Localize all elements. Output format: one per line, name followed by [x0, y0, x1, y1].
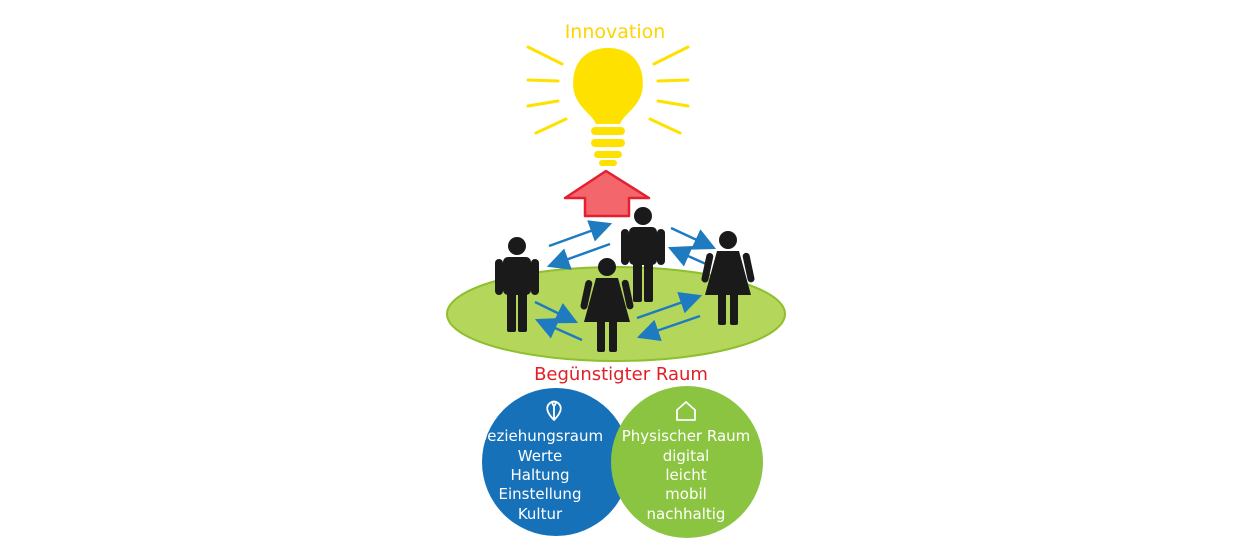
- arrow-top-to-right: [670, 226, 717, 250]
- up-arrow-icon: [563, 169, 651, 218]
- ray-right-4: [648, 117, 682, 135]
- heart-outline-icon: [546, 400, 562, 421]
- dress: [584, 278, 630, 322]
- physical-line: mobil: [665, 485, 707, 503]
- relationship-line: Kultur: [518, 505, 563, 523]
- arm-left: [580, 280, 593, 310]
- house-outline-icon: [676, 401, 696, 421]
- diagram-title: Innovation: [565, 21, 666, 43]
- leg-right: [644, 263, 653, 302]
- ray-right-3: [656, 99, 690, 108]
- lightbulb-icon: [573, 48, 643, 166]
- arm-left: [621, 229, 629, 265]
- physical-line: leicht: [665, 466, 706, 484]
- physical-line: nachhaltig: [647, 505, 726, 523]
- person-woman-right: [701, 231, 755, 325]
- light-rays: [526, 45, 690, 135]
- head: [598, 258, 616, 276]
- leg-left: [633, 263, 642, 302]
- leg-right: [609, 320, 617, 352]
- arrow-bottom-to-left: [534, 317, 583, 342]
- arrow-bottom-to-right: [636, 292, 703, 320]
- exchange-arrows: [534, 220, 717, 342]
- arm-right: [531, 259, 539, 295]
- head: [719, 231, 737, 249]
- physical-space-list: Physischer Raum digital leicht mobil nac…: [622, 427, 751, 523]
- leg-right: [518, 293, 527, 332]
- leg-left: [718, 293, 726, 325]
- arm-left: [701, 253, 714, 283]
- bulb-tip: [599, 160, 617, 166]
- physical-line: digital: [663, 447, 710, 465]
- leg-left: [597, 320, 605, 352]
- arrow-right-to-bottom: [636, 314, 701, 342]
- bulb-glass: [573, 48, 643, 124]
- person-man-top: [621, 207, 665, 302]
- arrow-left-to-top: [548, 220, 613, 248]
- person-woman-center: [580, 258, 634, 352]
- arrow-left-to-bottom: [534, 300, 579, 324]
- torso: [503, 257, 531, 295]
- relationship-line: Einstellung: [499, 485, 582, 503]
- arm-right: [657, 229, 665, 265]
- head: [634, 207, 652, 225]
- arm-right: [742, 252, 755, 283]
- relationship-line: Haltung: [510, 466, 569, 484]
- ray-right-2: [656, 78, 690, 83]
- bulb-base-2: [591, 139, 625, 147]
- arm-left: [495, 259, 503, 295]
- leg-left: [507, 293, 516, 332]
- ray-left-2: [526, 78, 560, 83]
- torso: [629, 227, 657, 265]
- relationship-line: Beziehungsraum: [477, 427, 603, 445]
- physical-space-circle: [611, 386, 763, 538]
- relationship-line: Werte: [518, 447, 562, 465]
- space-label: Begünstigter Raum: [534, 364, 708, 385]
- relationship-space-circle: [482, 388, 630, 536]
- head: [508, 237, 526, 255]
- relationship-space-list: Beziehungsraum Werte Haltung Einstellung…: [477, 427, 603, 523]
- physical-line: Physischer Raum: [622, 427, 751, 445]
- ray-right-1: [652, 45, 690, 66]
- bulb-base-1: [591, 127, 625, 135]
- bulb-base-3: [594, 151, 622, 158]
- ray-left-3: [526, 99, 560, 108]
- dress: [705, 251, 751, 295]
- person-man-left: [495, 237, 539, 332]
- arrow-right-to-top: [667, 245, 707, 267]
- arrow-top-to-left: [546, 242, 611, 270]
- leg-right: [730, 293, 738, 325]
- ray-left-1: [526, 45, 564, 66]
- ray-left-4: [534, 117, 568, 135]
- arm-right: [621, 279, 634, 310]
